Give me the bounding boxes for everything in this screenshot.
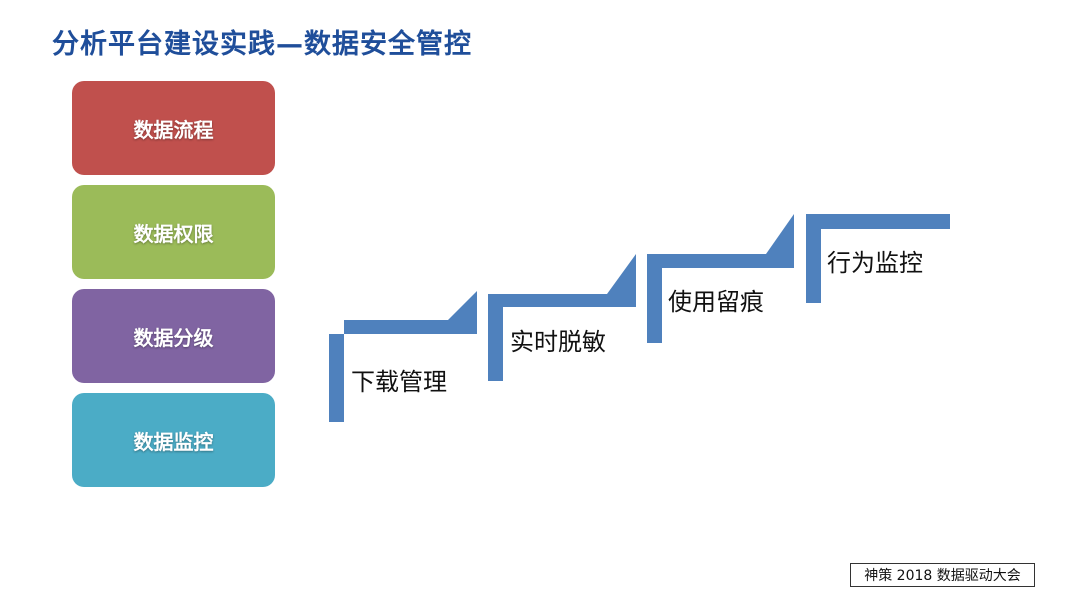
category-data-permission: 数据权限 (72, 185, 275, 279)
step-label-usage-trace: 使用留痕 (668, 288, 764, 316)
step-label-behavior-monitoring: 行为监控 (827, 249, 923, 277)
step-label-download-management: 下载管理 (351, 368, 447, 396)
category-data-monitoring: 数据监控 (72, 393, 275, 487)
page-title: 分析平台建设实践—数据安全管控 (52, 29, 472, 60)
step-label-realtime-masking: 实时脱敏 (510, 328, 606, 356)
category-data-classification: 数据分级 (72, 289, 275, 383)
category-data-process: 数据流程 (72, 81, 275, 175)
stair-step-3 (647, 214, 794, 343)
stair-step-4 (806, 214, 950, 303)
stair-step-1 (329, 291, 477, 422)
conference-footer: 神策 2018 数据驱动大会 (850, 563, 1035, 587)
stair-step-2 (488, 254, 636, 381)
